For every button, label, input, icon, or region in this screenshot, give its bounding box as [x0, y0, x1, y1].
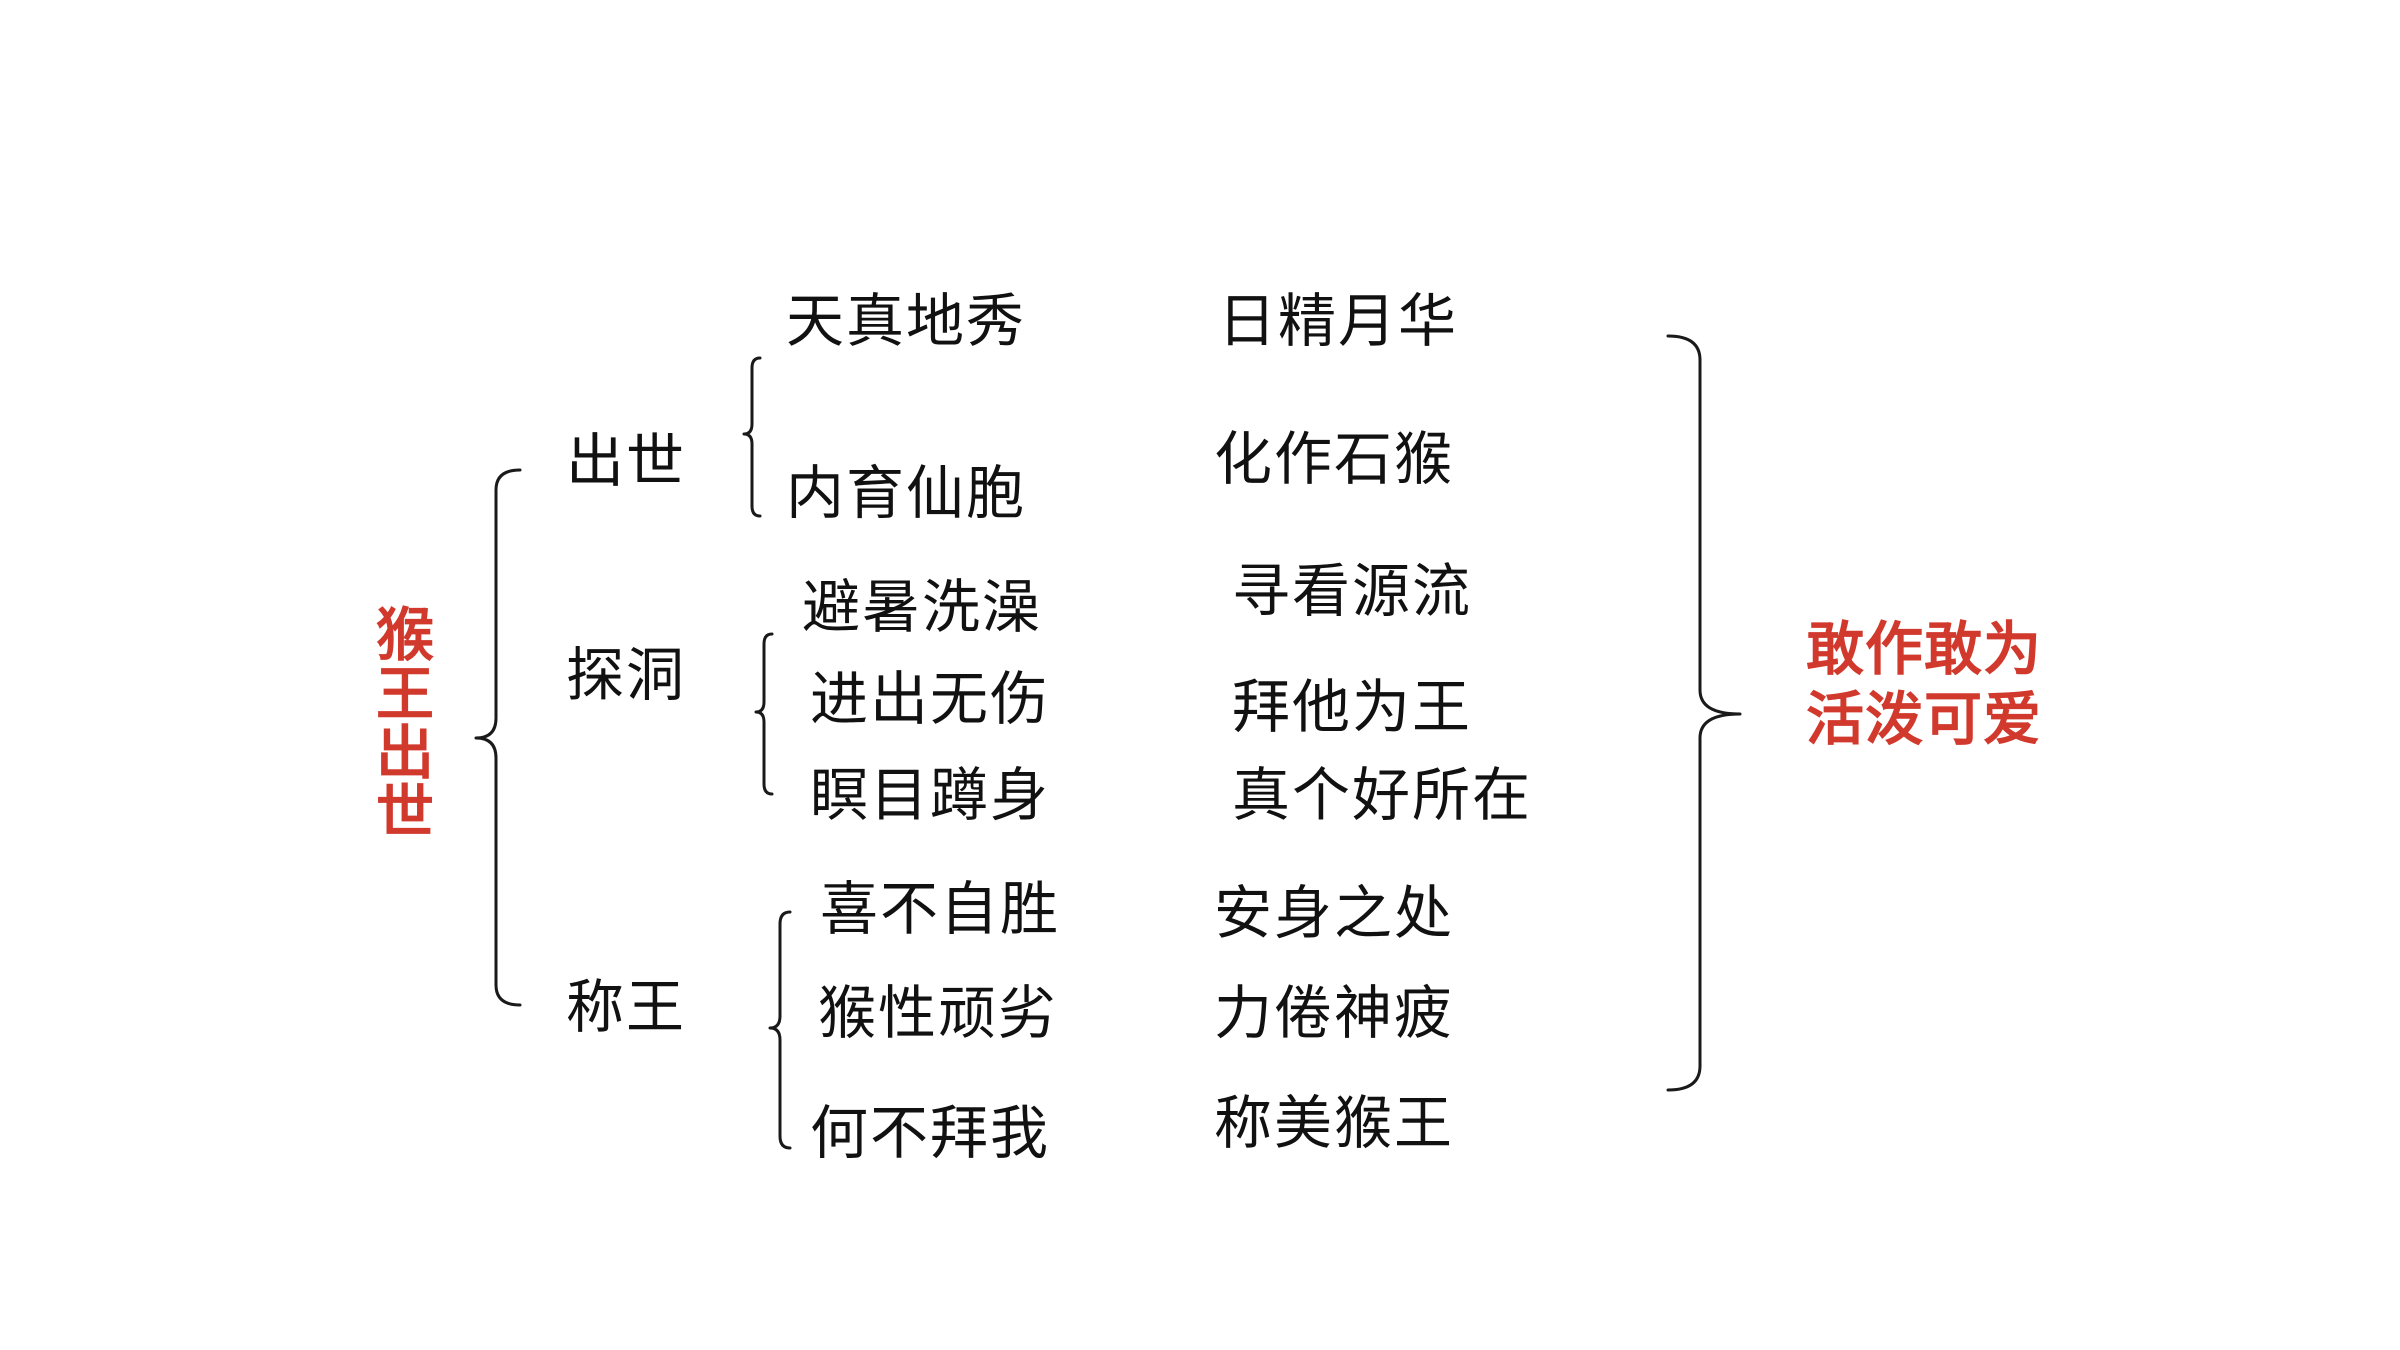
branch-label-crowned: 称王	[566, 973, 687, 1041]
event-right-2-1: 寻看源流	[1232, 557, 1473, 625]
event-left-1-2: 内育仙胞	[786, 459, 1027, 527]
event-right-2-2: 拜他为王	[1232, 673, 1473, 741]
event-left-3-1: 喜不自胜	[820, 875, 1061, 943]
event-left-1-1: 天真地秀	[786, 287, 1027, 355]
event-right-3-2: 力倦神疲	[1214, 979, 1455, 1047]
event-left-2-2: 进出无伤	[810, 665, 1051, 733]
event-left-3-3: 何不拜我	[810, 1099, 1051, 1167]
root-label: 猴王出世	[375, 601, 434, 847]
branch-label-explore: 探洞	[566, 641, 687, 709]
event-right-1-2: 化作石猴	[1214, 425, 1455, 493]
event-right-2-3: 真个好所在	[1232, 761, 1533, 829]
branch-3-bracket	[768, 910, 792, 1150]
conclusion-line-1: 敢作敢为	[1806, 615, 2043, 683]
conclusion-bracket	[1666, 334, 1742, 1092]
event-left-2-3: 瞑目蹲身	[810, 761, 1051, 829]
event-right-1-1: 日精月华	[1218, 287, 1459, 355]
root-bracket	[474, 468, 522, 1007]
event-right-3-3: 称美猴王	[1214, 1089, 1455, 1157]
branch-1-bracket	[742, 356, 762, 518]
event-right-3-1: 安身之处	[1214, 879, 1455, 947]
conclusion-line-2: 活泼可爱	[1806, 685, 2043, 753]
event-left-3-2: 猴性顽劣	[818, 979, 1059, 1047]
branch-2-bracket	[754, 632, 774, 796]
event-left-2-1: 避暑洗澡	[802, 573, 1043, 641]
branch-label-birth: 出世	[566, 427, 687, 495]
